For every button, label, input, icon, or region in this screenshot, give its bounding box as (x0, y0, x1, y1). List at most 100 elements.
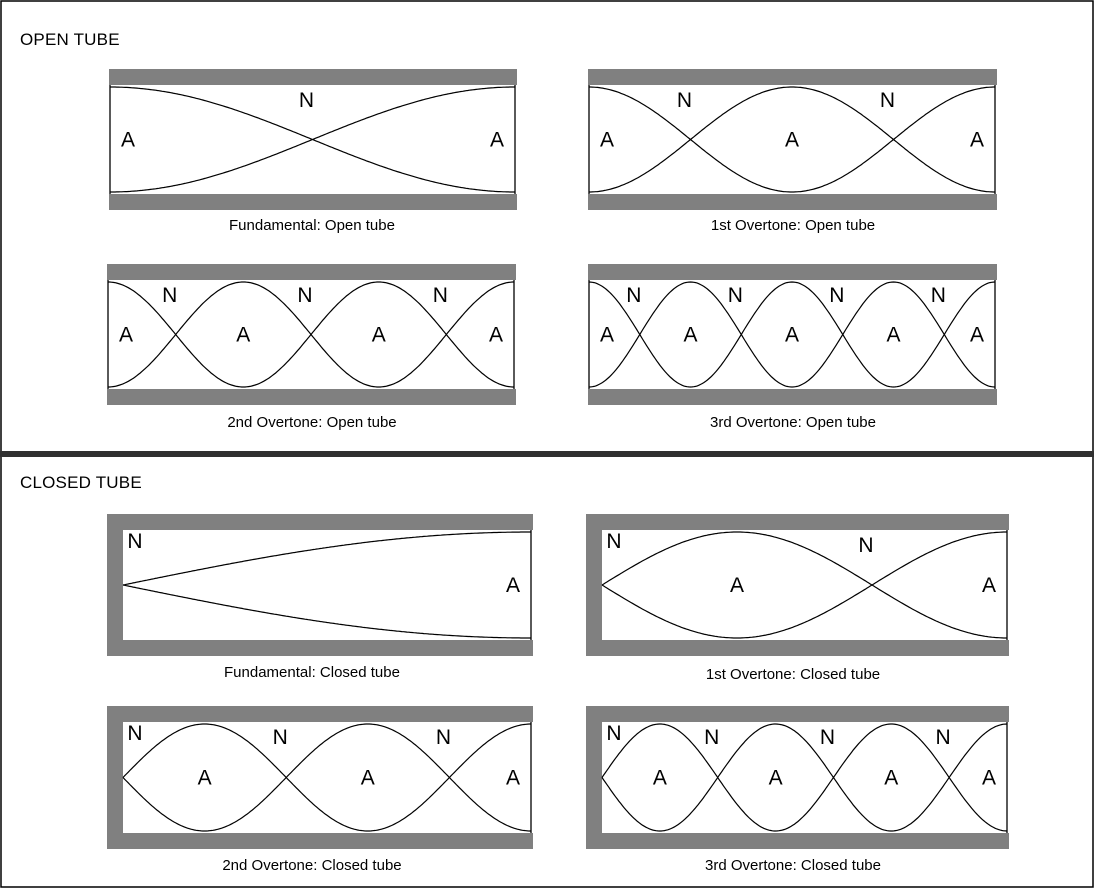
wave-curve-lower (601, 723, 1008, 832)
antinode-label: A (653, 767, 667, 790)
node-label: N (297, 284, 312, 307)
antinode-label: A (119, 324, 133, 347)
node-label: N (127, 722, 142, 745)
tube-wall-bottom (588, 389, 997, 405)
node-label: N (931, 284, 946, 307)
wave-curve-lower (588, 281, 996, 388)
wave-curve-upper (589, 86, 995, 193)
node-label: N (299, 89, 314, 112)
node-label: N (273, 726, 288, 749)
caption-closed-1st-overtone: 1st Overtone: Closed tube (705, 666, 881, 683)
antinode-label: A (785, 129, 799, 152)
wave-curve-lower (122, 531, 531, 586)
node-label: N (820, 726, 835, 749)
wave-curve-lower (122, 723, 531, 832)
antinode-label: A (489, 324, 503, 347)
tube-wall-closed-end (107, 514, 123, 656)
wave-curve-upper (122, 723, 531, 832)
node-label: N (858, 534, 873, 557)
caption-open-1st-overtone: 1st Overtone: Open tube (710, 217, 876, 234)
antinode-label: A (884, 767, 898, 790)
section-divider (0, 451, 1094, 457)
node-label: N (829, 284, 844, 307)
antinode-label: A (236, 324, 250, 347)
tube-wall-top (588, 264, 997, 280)
antinode-label: A (730, 574, 744, 597)
tube-wall-top (109, 69, 517, 85)
tube-wall-bottom (588, 194, 997, 210)
node-label: N (704, 726, 719, 749)
node-label: N (162, 284, 177, 307)
antinode-label: A (198, 767, 212, 790)
node-label: N (127, 530, 142, 553)
tube-panel: A N A N A (588, 69, 997, 210)
node-label: N (936, 726, 951, 749)
antinode-label: A (121, 129, 135, 152)
tube-wall-closed-end (586, 514, 602, 656)
caption-open-3rd-overtone: 3rd Overtone: Open tube (710, 414, 876, 431)
node-label: N (728, 284, 743, 307)
antinode-label: A (970, 324, 984, 347)
caption-open-2nd-overtone: 2nd Overtone: Open tube (227, 414, 397, 431)
tube-panel: A N A N A N A (107, 264, 516, 405)
node-label: N (626, 284, 641, 307)
tube-wall-closed-end (107, 706, 123, 849)
tube-panel: NA (107, 514, 533, 656)
wave-curve-lower (589, 86, 995, 193)
tube-wall-top (107, 706, 533, 722)
antinode-label: A (982, 574, 996, 597)
wave-curve-upper (122, 584, 531, 639)
caption-closed-3rd-overtone: 3rd Overtone: Closed tube (705, 857, 881, 874)
antinode-label: A (970, 129, 984, 152)
antinode-label: A (600, 324, 614, 347)
tube-wall-top (586, 706, 1009, 722)
tube-panel: N A N A N A N A (586, 706, 1009, 849)
antinode-label: A (683, 324, 697, 347)
wave-curve-upper (601, 531, 1007, 639)
node-label: N (433, 284, 448, 307)
antinode-label: A (372, 324, 386, 347)
node-label: N (436, 726, 451, 749)
closed-tube-title: CLOSED TUBE (20, 473, 142, 492)
tube-wall-top (107, 264, 516, 280)
caption-closed-fundamental: Fundamental: Closed tube (224, 664, 400, 681)
tube-wall-closed-end (586, 706, 602, 849)
wave-curve-lower (108, 281, 514, 388)
antinode-label: A (506, 574, 520, 597)
antinode-label: A (490, 129, 504, 152)
tube-wall-bottom (586, 833, 1009, 849)
tube-wall-top (588, 69, 997, 85)
antinode-label: A (506, 767, 520, 790)
antinode-label: A (982, 767, 996, 790)
caption-open-fundamental: Fundamental: Open tube (229, 217, 395, 234)
tube-wall-bottom (107, 833, 533, 849)
wave-curve-lower (110, 86, 515, 193)
antinode-label: A (886, 324, 900, 347)
tube-panel: A N A (109, 69, 517, 210)
node-label: N (606, 722, 621, 745)
antinode-label: A (769, 767, 783, 790)
caption-closed-2nd-overtone: 2nd Overtone: Closed tube (222, 857, 402, 874)
tube-panel: N A N A N A (107, 706, 533, 849)
tube-panel: N A N A (586, 514, 1009, 656)
tube-wall-top (107, 514, 533, 530)
wave-curve-upper (601, 723, 1008, 832)
node-label: N (677, 89, 692, 112)
wave-curve-upper (588, 281, 996, 388)
antinode-label: A (361, 767, 375, 790)
wave-curve-lower (601, 531, 1007, 639)
tube-wall-top (586, 514, 1009, 530)
tube-wall-bottom (107, 640, 533, 656)
tube-wall-bottom (586, 640, 1009, 656)
node-label: N (880, 89, 895, 112)
open-tube-title: OPEN TUBE (20, 30, 120, 49)
antinode-label: A (785, 324, 799, 347)
antinode-label: A (600, 129, 614, 152)
tube-wall-bottom (109, 194, 517, 210)
tube-wall-bottom (107, 389, 516, 405)
node-label: N (606, 530, 621, 553)
